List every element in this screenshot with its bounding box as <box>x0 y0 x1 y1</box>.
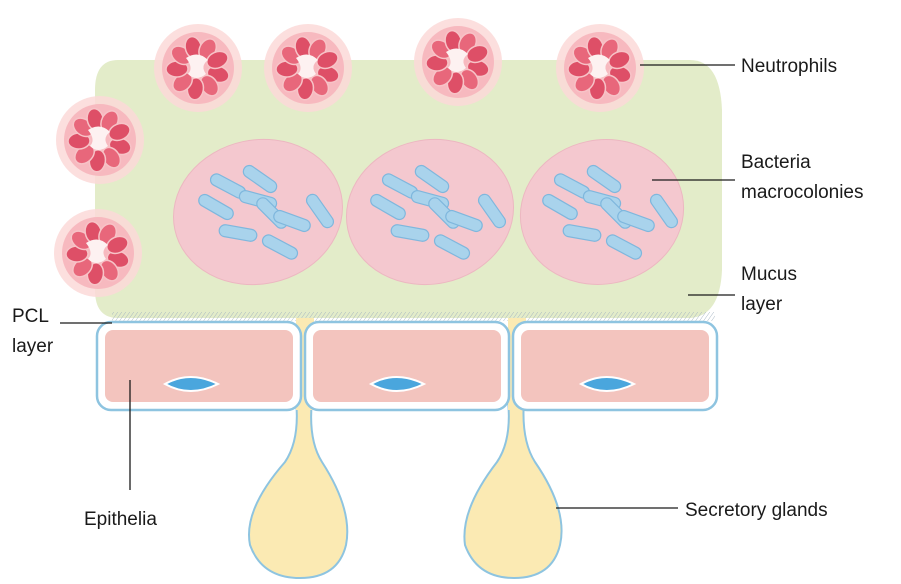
pcl-label-line1: PCL <box>12 306 49 327</box>
epithelial-cell <box>305 322 509 410</box>
epithelial-cell <box>513 322 717 410</box>
neutrophil <box>154 24 242 112</box>
neutrophil <box>54 209 142 297</box>
secretory-glands-label: Secretory glands <box>685 500 828 521</box>
neutrophil <box>56 96 144 184</box>
neutrophils-label: Neutrophils <box>741 56 837 77</box>
mucus-label-line1: Mucus <box>741 264 797 285</box>
neutrophil <box>556 24 644 112</box>
epithelial-cell <box>97 322 301 410</box>
epithelia-label: Epithelia <box>84 509 157 530</box>
secretory-gland <box>464 400 561 578</box>
pcl-layer <box>112 312 715 321</box>
bacteria-label-line2: macrocolonies <box>741 182 864 203</box>
secretory-gland <box>249 400 347 578</box>
mucus-label-line2: layer <box>741 294 783 315</box>
pcl-label-line2: layer <box>12 336 54 357</box>
neutrophil <box>264 24 352 112</box>
neutrophil <box>414 18 502 106</box>
bacteria-label-line1: Bacteria <box>741 152 811 173</box>
